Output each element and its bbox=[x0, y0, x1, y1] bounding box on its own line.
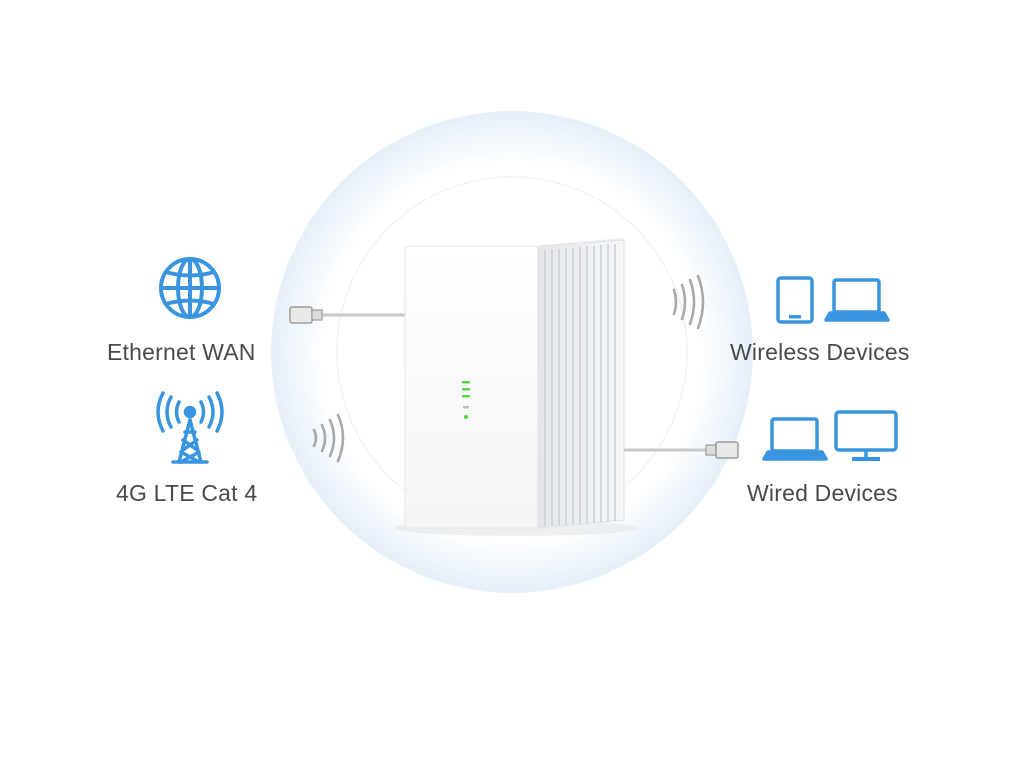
wifi-signal-waves bbox=[672, 274, 705, 330]
ethernet-wan-cable bbox=[289, 306, 406, 324]
tablet-icon bbox=[776, 276, 814, 324]
router-cooling-fins bbox=[544, 244, 616, 526]
globe-icon bbox=[159, 257, 221, 319]
lte-label: 4G LTE Cat 4 bbox=[116, 480, 258, 506]
laptop-icon-wired bbox=[762, 417, 828, 461]
wireless-devices-label: Wireless Devices bbox=[730, 339, 910, 365]
lte-signal-waves bbox=[312, 413, 345, 463]
wired-devices-label: Wired Devices bbox=[747, 480, 898, 506]
cell-tower-icon bbox=[156, 391, 224, 464]
laptop-icon bbox=[824, 278, 890, 322]
wired-lan-cable bbox=[624, 441, 739, 459]
router-device bbox=[394, 238, 638, 536]
monitor-icon bbox=[834, 410, 898, 461]
ethernet-wan-label: Ethernet WAN bbox=[107, 339, 256, 365]
router-status-leds bbox=[462, 381, 470, 419]
